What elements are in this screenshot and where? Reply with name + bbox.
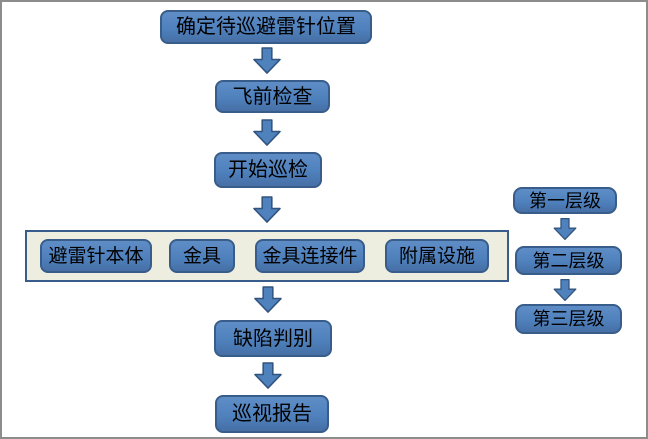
node-fitting-connectors: 金具连接件 [255,239,365,273]
node-start-inspection: 开始巡检 [214,152,322,188]
inspection-items-group: 避雷针本体 金具 金具连接件 附属设施 [25,230,509,282]
node-fittings: 金具 [169,239,235,273]
node-inspection-report: 巡视报告 [215,395,329,433]
down-arrow-icon [253,47,281,74]
node-auxiliary-facilities: 附属设施 [385,239,489,273]
node-level-3: 第三层级 [515,304,622,334]
node-determine-position: 确定待巡避雷针位置 [160,10,372,44]
down-arrow-icon [254,362,282,389]
node-defect-identification: 缺陷判别 [214,320,332,357]
down-arrow-icon [254,286,282,313]
node-lightning-rod-body: 避雷针本体 [40,239,152,273]
down-arrow-icon [253,119,281,146]
node-level-2: 第二层级 [515,246,622,275]
down-arrow-icon [553,217,577,241]
node-preflight-check: 飞前检查 [215,80,330,113]
down-arrow-icon [253,196,281,223]
down-arrow-icon [553,278,577,302]
node-level-1: 第一层级 [513,187,617,214]
